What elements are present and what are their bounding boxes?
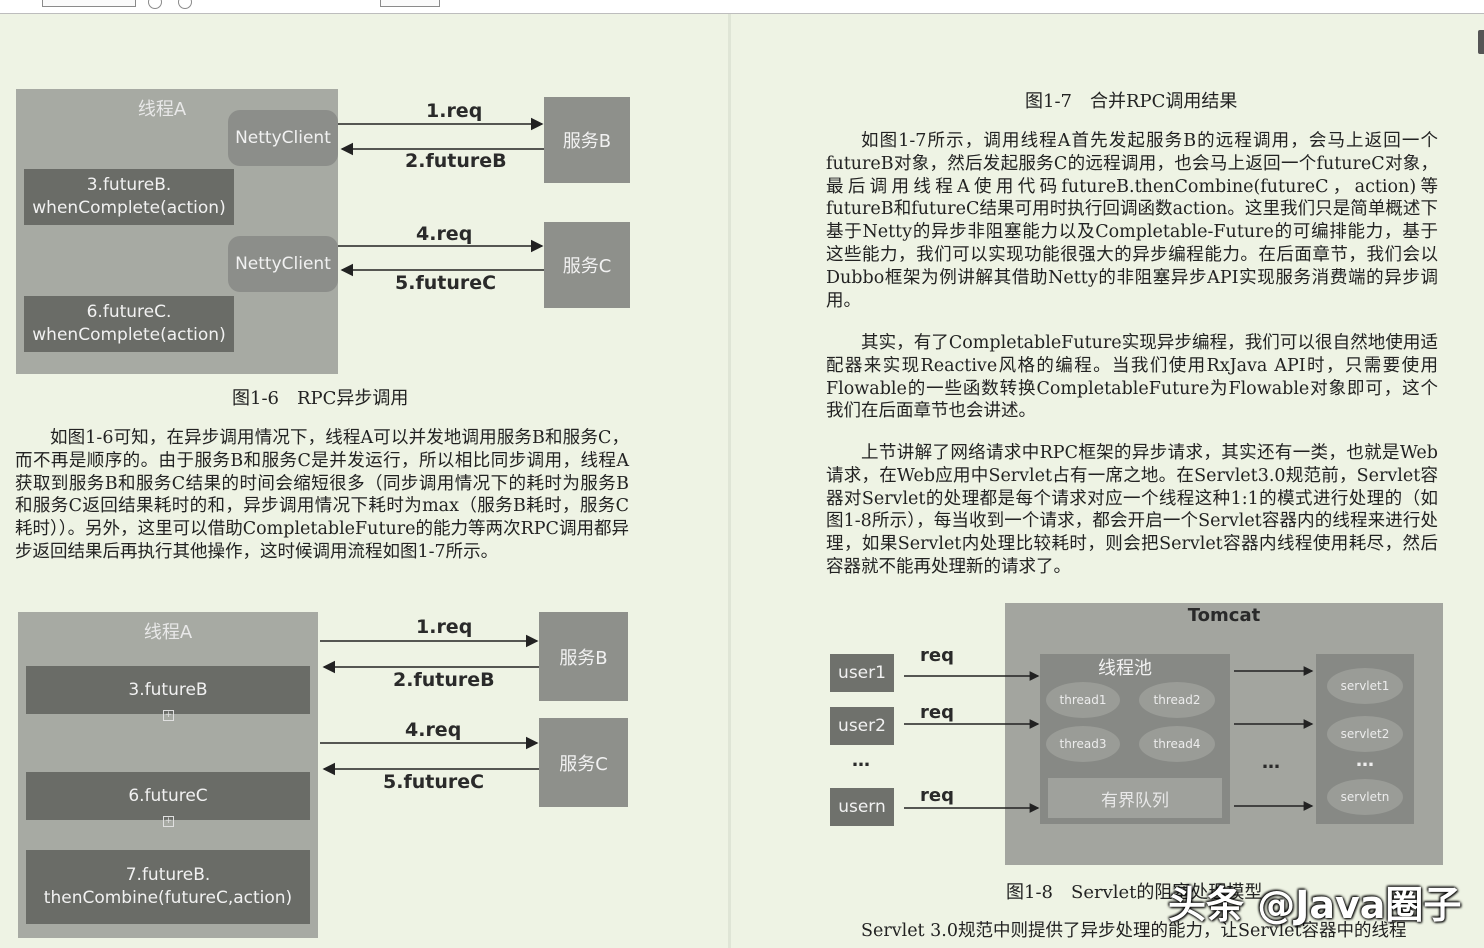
user1-box: user1 — [830, 654, 894, 692]
servletn-node: servletn — [1327, 779, 1403, 815]
arrow-5-label: 5.futureC — [395, 272, 497, 294]
servlet2-label: servlet2 — [1340, 727, 1390, 741]
right-bottom-line: Servlet 3.0规范中则提供了异步处理的能力，让Servlet容器中的线程 — [861, 921, 1407, 941]
step-6-line2: whenComplete(action) — [32, 325, 226, 345]
bounded-queue-label: 有界队列 — [1101, 790, 1169, 811]
servlet1-label: servlet1 — [1340, 679, 1390, 693]
step-7-line2: thenCombine(futureC,action) — [43, 888, 293, 908]
servlet1-node: servlet1 — [1327, 668, 1403, 704]
thread4-node: thread4 — [1139, 726, 1215, 762]
step-3-line1: 3.futureB. — [86, 175, 172, 195]
middle-dots: … — [1262, 752, 1280, 773]
scroll-handle-icon[interactable] — [1478, 30, 1484, 54]
arrow-2-label: 2.futureB — [405, 150, 507, 172]
thread4-label: thread4 — [1153, 737, 1201, 751]
arrow-4-label: 4.req — [416, 223, 473, 245]
arrow-1-label-2: 1.req — [416, 616, 473, 638]
service-b-box: 服务B — [544, 97, 630, 183]
arrow-1-label: 1.req — [426, 100, 483, 122]
watermark: 头条 @Java圈子 — [1168, 883, 1462, 927]
figure-1-6-caption: 图1-6 RPC异步调用 — [232, 388, 409, 409]
step-3-box: 3.futureB. whenComplete(action) — [24, 169, 234, 225]
netty-client-2-label: NettyClient — [235, 254, 331, 274]
thread1-label: thread1 — [1059, 693, 1107, 707]
figure-1-7-caption: 图1-7 合并RPC调用结果 — [1025, 91, 1238, 112]
servlet-dots: … — [1356, 750, 1374, 771]
tomcat-label: Tomcat — [1187, 605, 1261, 626]
service-b-label: 服务B — [562, 131, 612, 152]
thread2-node: thread2 — [1139, 682, 1215, 718]
req-label-3: req — [920, 785, 954, 806]
arrow-2-label-2: 2.futureB — [393, 669, 495, 691]
arrow-4-label-2: 4.req — [405, 719, 462, 741]
step-6-box: 6.futureC. whenComplete(action) — [24, 296, 234, 352]
thread3-label: thread3 — [1059, 737, 1107, 751]
req-label-2: req — [920, 702, 954, 723]
fig16-arrows — [338, 117, 544, 277]
zoom-out-icon[interactable] — [148, 0, 162, 9]
right-paragraph-2: 其实，有了CompletableFuture实现异步编程，我们可以很自然地使用适… — [826, 333, 1438, 422]
user2-box: user2 — [830, 707, 894, 745]
fig17-arrows — [320, 634, 539, 776]
toolbar-page-field[interactable] — [42, 0, 136, 7]
step-6-line1: 6.futureC. — [86, 302, 172, 322]
toolbar-zoom-field[interactable] — [380, 0, 440, 7]
figure-1-8-caption: 图1-8 Servlet的阻塞处理模型 — [1006, 882, 1263, 903]
req-label-1: req — [920, 645, 954, 666]
service-c-label-2: 服务C — [559, 753, 608, 775]
plus-icon: + — [163, 816, 174, 827]
user-dots: … — [852, 750, 870, 771]
step-3-futureb-box: 3.futureB — [26, 666, 310, 714]
service-b-box-2: 服务B — [539, 612, 628, 701]
right-paragraph-3: 上节讲解了网络请求中RPC框架的异步请求，其实还有一类，也就是Web请求，在We… — [826, 443, 1438, 577]
netty-client-2: NettyClient — [228, 236, 338, 292]
servletn-label: servletn — [1340, 790, 1390, 804]
thread-a-label-2: 线程A — [143, 622, 193, 643]
left-body-paragraph: 如图1-6可知，在异步调用情况下，线程A可以并发地调用服务B和服务C，而不再是顺… — [15, 428, 629, 562]
service-c-box-2: 服务C — [539, 718, 628, 807]
step-7-line1: 7.futureB. — [125, 865, 211, 885]
page-gutter — [728, 14, 731, 948]
step-3-line2: whenComplete(action) — [32, 198, 226, 218]
plus-icon: + — [163, 710, 174, 721]
usern-box: usern — [830, 788, 894, 826]
toolbar — [0, 0, 1484, 14]
service-c-label: 服务C — [562, 256, 612, 277]
thread1-node: thread1 — [1046, 682, 1120, 718]
service-c-box: 服务C — [544, 222, 630, 308]
netty-client-1-label: NettyClient — [235, 128, 331, 148]
arrow-5-label-2: 5.futureC — [383, 771, 485, 793]
thread-pool-label: 线程池 — [1098, 658, 1152, 679]
thread3-node: thread3 — [1046, 726, 1120, 762]
servlet2-node: servlet2 — [1327, 716, 1403, 752]
right-paragraph-1: 如图1-7所示，调用线程A首先发起服务B的远程调用，会马上返回一个futureB… — [826, 131, 1438, 311]
step-6-futurec-box: 6.futureC — [26, 772, 310, 820]
usern-label: usern — [838, 797, 886, 817]
step-7-box: 7.futureB. thenCombine(futureC,action) — [26, 850, 310, 924]
thread2-label: thread2 — [1153, 693, 1201, 707]
service-b-label-2: 服务B — [559, 647, 608, 669]
user1-label: user1 — [838, 663, 886, 683]
bounded-queue-box: 有界队列 — [1048, 778, 1222, 818]
thread-a-label: 线程A — [137, 99, 187, 120]
user2-label: user2 — [838, 716, 886, 736]
zoom-in-icon[interactable] — [178, 0, 192, 9]
step-3-futureb-label: 3.futureB — [128, 679, 208, 700]
step-6-futurec-label: 6.futureC — [128, 785, 208, 806]
netty-client-1: NettyClient — [228, 110, 338, 166]
